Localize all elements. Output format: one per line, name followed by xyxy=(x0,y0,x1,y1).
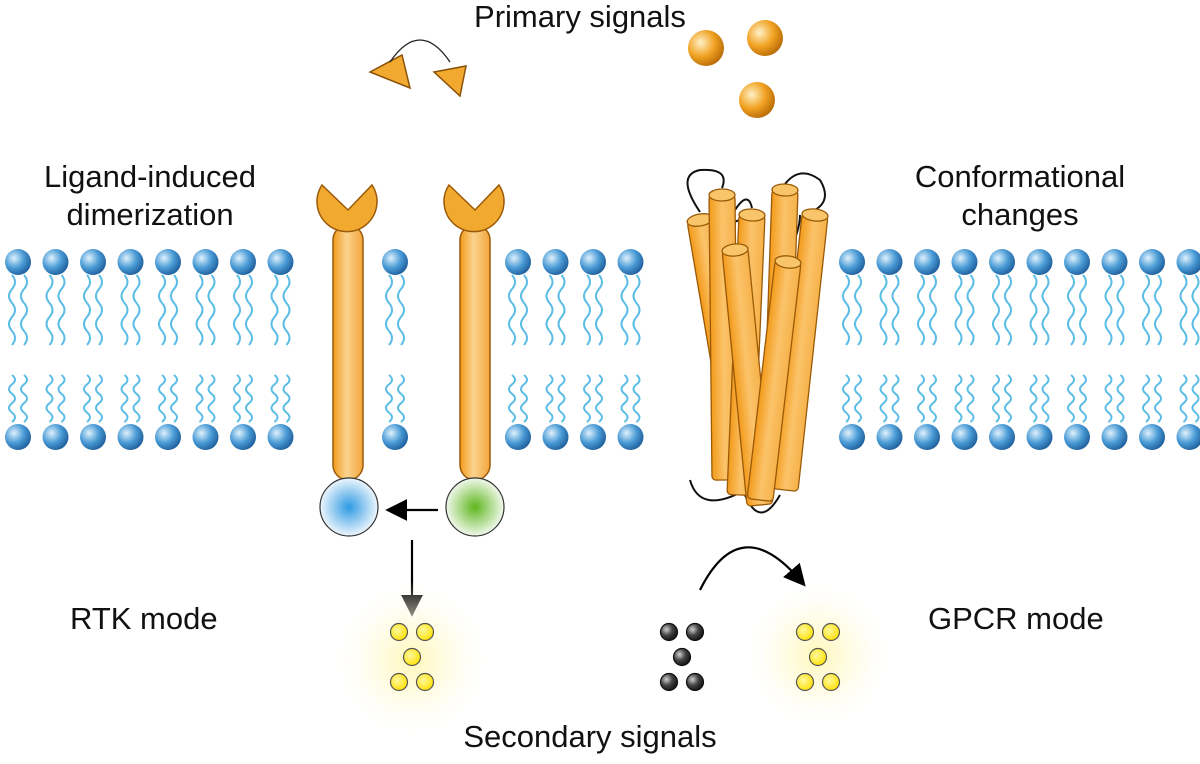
cell-membrane xyxy=(5,249,1200,450)
lipid-head xyxy=(1177,424,1200,450)
primary-ligand-pair xyxy=(370,40,466,96)
signal-molecule xyxy=(810,649,827,666)
primary-signal-ball xyxy=(739,82,775,118)
dimerization-label: dimerization xyxy=(10,196,290,234)
lipid-head xyxy=(382,424,408,450)
lipid-head xyxy=(155,249,181,275)
lipid-head xyxy=(1177,249,1200,275)
lipid-head xyxy=(618,424,644,450)
gpcr-signal-arrow xyxy=(700,547,800,590)
lipid-head xyxy=(839,424,865,450)
signal-molecule xyxy=(687,624,704,641)
lipid-head xyxy=(543,249,569,275)
signal-molecule xyxy=(823,674,840,691)
lipid-head xyxy=(989,424,1015,450)
lipid-head xyxy=(80,424,106,450)
primary-signal-ball xyxy=(747,20,783,56)
lipid-head xyxy=(193,249,219,275)
kinase-domain-green xyxy=(446,478,504,536)
lipid-head xyxy=(505,424,531,450)
lipid-head xyxy=(505,249,531,275)
signal-molecule xyxy=(687,674,704,691)
lipid-head xyxy=(43,424,69,450)
lipid-head xyxy=(43,249,69,275)
lipid-head xyxy=(268,249,294,275)
signal-molecule xyxy=(661,624,678,641)
lipid-head xyxy=(1139,249,1165,275)
signal-molecule xyxy=(661,674,678,691)
lipid-head xyxy=(382,249,408,275)
signal-molecule xyxy=(797,624,814,641)
rtk-receptor-left xyxy=(317,185,377,480)
lipid-head xyxy=(5,424,31,450)
lipid-head xyxy=(118,424,144,450)
lipid-head xyxy=(118,249,144,275)
lipid-head xyxy=(1139,424,1165,450)
signal-molecule xyxy=(391,624,408,641)
lipid-head xyxy=(5,249,31,275)
lipid-head xyxy=(952,424,978,450)
lipid-head xyxy=(268,424,294,450)
lipid-head xyxy=(580,424,606,450)
lipid-head xyxy=(914,249,940,275)
gpcr-receptor xyxy=(686,170,828,513)
lipid-head xyxy=(230,249,256,275)
signal-molecule xyxy=(797,674,814,691)
lipid-head xyxy=(877,424,903,450)
conformational-label: Conformational xyxy=(880,158,1160,196)
lipid-head xyxy=(193,424,219,450)
primary-signals-label: Primary signals xyxy=(420,0,740,36)
lipid-head xyxy=(80,249,106,275)
lipid-head xyxy=(1102,424,1128,450)
lipid-head xyxy=(580,249,606,275)
rtk-receptor-right xyxy=(444,185,504,480)
lipid-head xyxy=(1027,424,1053,450)
signal-molecule xyxy=(823,624,840,641)
gpcr-mode-label: GPCR mode xyxy=(928,600,1104,638)
lipid-head xyxy=(1102,249,1128,275)
lipid-head xyxy=(914,424,940,450)
signal-molecule xyxy=(391,674,408,691)
lipid-head xyxy=(155,424,181,450)
ligand-induced-label: Ligand-induced xyxy=(10,158,290,196)
signal-molecule xyxy=(417,674,434,691)
lipid-head xyxy=(989,249,1015,275)
signal-molecule xyxy=(674,649,691,666)
kinase-domain-blue xyxy=(320,478,378,536)
lipid-head xyxy=(1064,424,1090,450)
lipid-head xyxy=(839,249,865,275)
signal-molecule xyxy=(404,649,421,666)
lipid-head xyxy=(1027,249,1053,275)
secondary-signals-label: Secondary signals xyxy=(380,718,800,756)
lipid-head xyxy=(230,424,256,450)
lipid-head xyxy=(952,249,978,275)
signal-molecule xyxy=(417,624,434,641)
changes-label: changes xyxy=(880,196,1160,234)
lipid-head xyxy=(543,424,569,450)
lipid-head xyxy=(877,249,903,275)
lipid-head xyxy=(618,249,644,275)
lipid-head xyxy=(1064,249,1090,275)
rtk-mode-label: RTK mode xyxy=(70,600,218,638)
